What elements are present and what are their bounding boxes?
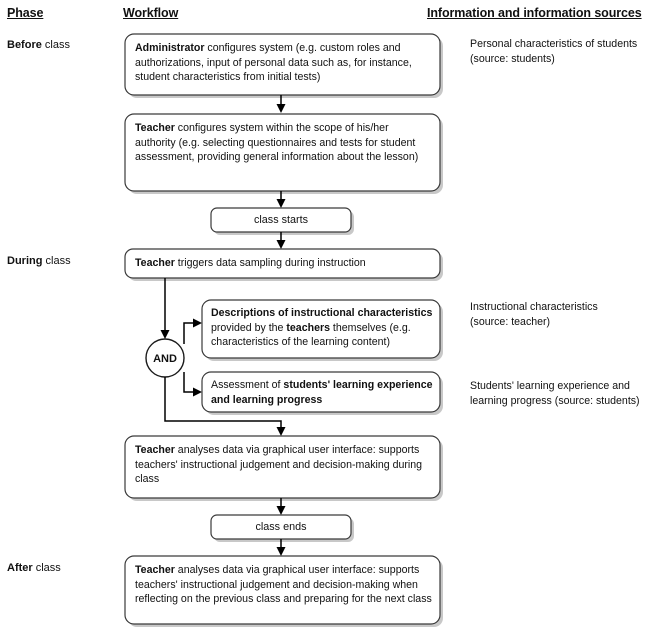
phase-label-before-rest: class bbox=[41, 39, 70, 51]
arrowhead-and-to-assessment bbox=[193, 387, 202, 397]
arrowhead-analyses-to-classends bbox=[276, 506, 286, 515]
info-note-students-learning-experience: Students' learning experience and learni… bbox=[470, 379, 660, 408]
arrowhead-classends-to-analyses-after bbox=[276, 547, 286, 556]
teacher-analyses-after-label: Teacher analyses data via graphical user… bbox=[135, 564, 432, 606]
phase-label-during-bold: During bbox=[7, 255, 43, 267]
column-header-workflow: Workflow bbox=[123, 6, 179, 20]
descriptions-box bbox=[201, 299, 441, 359]
arrowhead-classstarts-to-triggers bbox=[276, 240, 286, 249]
phase-label-during-rest: class bbox=[42, 255, 71, 267]
teacher-analyses-during-label: Teacher analyses data via graphical user… bbox=[135, 444, 423, 486]
teacher-triggers-label: Teacher triggers data sampling during in… bbox=[135, 257, 366, 269]
info-note-students-learning-experience-line1: Students' learning experience and bbox=[470, 380, 630, 392]
class-ends-label: class ends bbox=[255, 521, 307, 533]
class-starts-label: class starts bbox=[254, 214, 308, 226]
arrowhead-teacher-to-classstarts bbox=[276, 199, 286, 208]
info-note-instructional-characteristics-line1: Instructional characteristics bbox=[470, 301, 598, 313]
teacher-analyses-after-box bbox=[124, 555, 441, 625]
assessment-label: Assessment of students' learning experie… bbox=[211, 379, 433, 406]
connector-and-to-assessment bbox=[183, 372, 193, 393]
connector-and-to-analyses-during bbox=[164, 377, 282, 427]
phase-label-before: Before class bbox=[7, 39, 70, 51]
arrowhead-and-to-analyses-during bbox=[276, 427, 286, 436]
phase-label-after-bold: After bbox=[7, 562, 33, 574]
arrowhead-and-to-descriptions bbox=[193, 318, 202, 328]
teacher-triggers-box bbox=[124, 248, 441, 279]
info-note-instructional-characteristics-line2: (source: teacher) bbox=[470, 315, 551, 328]
info-note-personal-characteristics: Personal characteristics of students (so… bbox=[470, 37, 660, 66]
teacher-analyses-during-box bbox=[124, 435, 441, 499]
descriptions-label: Descriptions of instructional characteri… bbox=[211, 307, 433, 349]
administrator-configures-label: Administrator configures system (e.g. cu… bbox=[135, 42, 412, 84]
phase-label-after-rest: class bbox=[32, 562, 61, 574]
phase-label-during: During class bbox=[7, 255, 71, 267]
info-note-personal-characteristics-line2: (source: students) bbox=[470, 52, 555, 65]
phase-label-after: After class bbox=[7, 562, 61, 574]
teacher-configures-box bbox=[124, 113, 441, 192]
info-note-personal-characteristics-line1: Personal characteristics of students bbox=[470, 38, 638, 50]
column-header-information: Information and information sources bbox=[427, 6, 642, 20]
phase-label-before-bold: Before bbox=[7, 39, 42, 51]
arrowhead-admin-to-teacher bbox=[276, 104, 286, 113]
info-note-students-learning-experience-line2: learning progress (source: students) bbox=[470, 394, 640, 407]
administrator-configures-box bbox=[124, 33, 441, 96]
column-header-phase: Phase bbox=[7, 6, 44, 20]
info-note-instructional-characteristics: Instructional characteristics (source: t… bbox=[470, 300, 660, 329]
teacher-configures-label: Teacher configures system within the sco… bbox=[135, 122, 419, 164]
assessment-box bbox=[201, 371, 441, 413]
and-gate-label: AND bbox=[153, 353, 177, 365]
connector-and-to-descriptions bbox=[183, 322, 193, 344]
arrowhead-triggers-to-and bbox=[160, 330, 170, 339]
